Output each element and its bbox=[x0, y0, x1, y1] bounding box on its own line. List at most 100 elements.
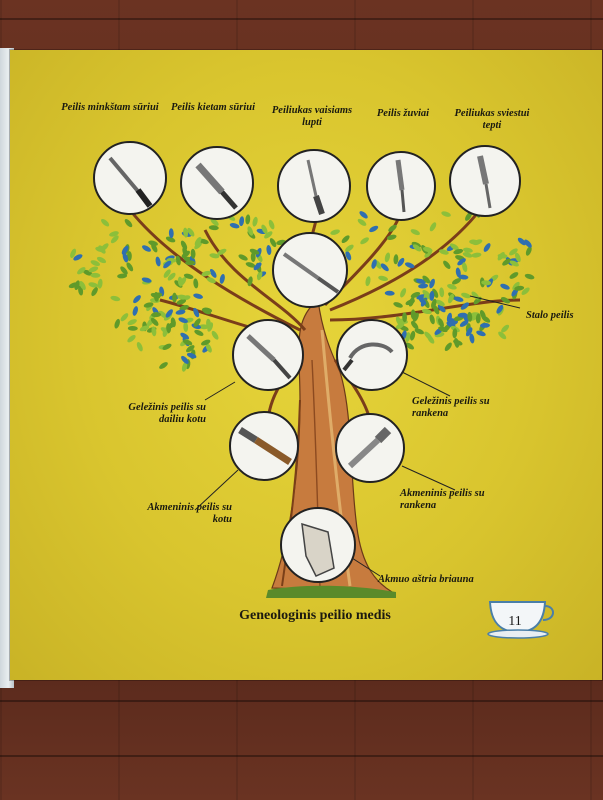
leaf bbox=[384, 290, 395, 296]
leaf bbox=[465, 327, 473, 337]
leaf bbox=[515, 252, 521, 263]
leaf bbox=[210, 218, 219, 226]
leaf bbox=[400, 288, 407, 298]
circle-sharp-edged-stone bbox=[280, 507, 356, 583]
leaf bbox=[439, 249, 449, 255]
leaf bbox=[268, 219, 275, 230]
leaf bbox=[219, 273, 225, 284]
leaf bbox=[208, 225, 219, 231]
leaf bbox=[127, 325, 138, 331]
leaf bbox=[410, 292, 421, 298]
leaf bbox=[371, 259, 377, 269]
leaf bbox=[150, 292, 161, 299]
leaf bbox=[180, 240, 188, 250]
leaf bbox=[345, 244, 354, 252]
leaf bbox=[395, 316, 402, 326]
leaf bbox=[127, 334, 136, 343]
leaf bbox=[453, 248, 464, 255]
leaf bbox=[345, 250, 352, 261]
leaf bbox=[448, 320, 459, 326]
leaf bbox=[185, 260, 196, 266]
leaf bbox=[175, 309, 186, 315]
leaf bbox=[205, 343, 212, 353]
leaf bbox=[139, 325, 150, 332]
leaf bbox=[465, 212, 472, 221]
leaf bbox=[245, 262, 256, 268]
leaf bbox=[402, 312, 408, 323]
leaf bbox=[509, 248, 518, 256]
leaf bbox=[405, 332, 411, 343]
leaf bbox=[397, 257, 405, 267]
leaf bbox=[95, 246, 105, 253]
leaf bbox=[421, 308, 432, 315]
leaf bbox=[480, 322, 490, 328]
label-fruit-knife: Peiliukas vaisiams lupti bbox=[271, 105, 353, 128]
leaf bbox=[496, 304, 504, 314]
leaf bbox=[90, 260, 101, 267]
leaf bbox=[186, 352, 197, 359]
leaf bbox=[269, 238, 277, 248]
leaf bbox=[481, 315, 491, 323]
leaf bbox=[183, 322, 189, 332]
leaf bbox=[163, 260, 172, 269]
leaf bbox=[360, 237, 369, 245]
leaf bbox=[136, 342, 143, 352]
leaf bbox=[498, 331, 507, 340]
leaf bbox=[198, 324, 209, 330]
label-table-knife: Stalo peilis bbox=[526, 310, 574, 321]
leaf bbox=[443, 260, 451, 269]
leaf bbox=[155, 256, 161, 267]
leaf bbox=[127, 319, 137, 326]
leaf bbox=[410, 321, 419, 330]
leaf bbox=[122, 252, 129, 263]
leaf bbox=[73, 254, 83, 261]
leaf bbox=[497, 253, 508, 259]
label-iron-knife-fancy-handle: Geležinis peilis su dailiu kotu bbox=[128, 402, 206, 425]
leaf bbox=[502, 258, 511, 266]
leaf bbox=[459, 320, 469, 327]
leaf bbox=[175, 255, 181, 266]
leaf bbox=[257, 270, 263, 281]
leaf bbox=[190, 248, 196, 259]
leaf bbox=[469, 333, 475, 344]
leaf bbox=[431, 298, 437, 309]
leaf bbox=[410, 330, 416, 341]
leaf bbox=[193, 278, 199, 289]
leaf bbox=[88, 266, 99, 273]
leaf bbox=[365, 276, 371, 287]
circle-hard-cheese-knife bbox=[180, 146, 254, 220]
leaf bbox=[500, 297, 511, 304]
leaf bbox=[501, 324, 510, 333]
leaf bbox=[183, 227, 189, 238]
leaf bbox=[414, 328, 425, 335]
leaf bbox=[183, 273, 194, 279]
leaf bbox=[194, 237, 202, 246]
leaf bbox=[177, 294, 188, 300]
leaf bbox=[476, 330, 486, 337]
leaf bbox=[429, 290, 435, 301]
leaf bbox=[165, 309, 173, 318]
leaf bbox=[68, 282, 79, 289]
leaf bbox=[96, 256, 107, 264]
leaf bbox=[462, 247, 473, 253]
circle-soft-cheese-knife bbox=[93, 141, 167, 215]
leaf bbox=[182, 339, 193, 346]
leaf bbox=[418, 283, 429, 289]
leaf bbox=[133, 295, 141, 304]
leaf bbox=[359, 211, 368, 219]
leaf bbox=[395, 322, 405, 330]
label-butter-knife: Peiliukas sviestui tepti bbox=[454, 108, 530, 131]
leaf bbox=[384, 252, 391, 263]
leaf bbox=[509, 260, 519, 267]
leaf bbox=[194, 241, 203, 250]
leaf bbox=[247, 226, 254, 236]
leaf bbox=[517, 237, 526, 246]
leaf bbox=[158, 310, 167, 319]
leaf bbox=[252, 216, 258, 227]
leaf bbox=[167, 272, 176, 281]
circle-butter-knife bbox=[449, 145, 521, 217]
leaf bbox=[124, 219, 133, 228]
leaf bbox=[239, 216, 245, 227]
leaf bbox=[453, 296, 464, 302]
leaf bbox=[186, 345, 195, 353]
